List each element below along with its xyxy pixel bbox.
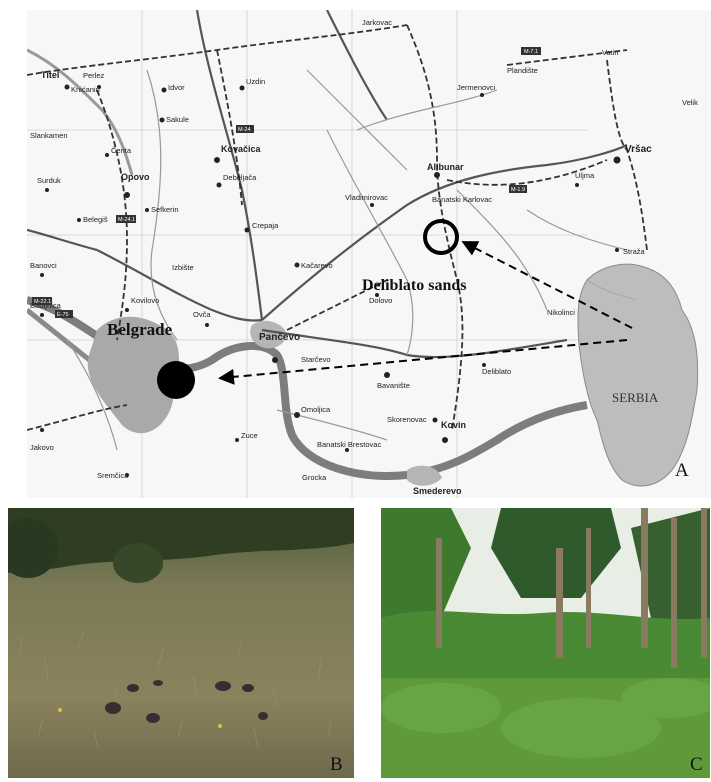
town-label: Sakule [166,115,189,124]
road-label: M-24.1 [118,217,135,223]
belgrade-label: Belgrade [107,320,173,339]
shrub [8,518,58,578]
panel-label-b: B [330,754,343,775]
belgrade-city-area [87,316,179,434]
smederevo-city-area [407,465,442,486]
town-label: Čenta [111,146,132,155]
town-label: Titel [41,70,59,80]
town-label: Banatski Karlovac [432,195,492,204]
town-label: Deliblato [482,367,511,376]
town-label: Izbište [172,263,194,272]
undergrowth [381,611,710,678]
town-label: Skorenovac [387,415,427,424]
town-label: Alibunar [427,162,464,172]
town-label: Perlez [83,71,105,80]
town-label: Debeljača [223,173,257,182]
pancevo-city-area [250,320,286,349]
town-label: Smederevo [413,486,462,496]
town-label: Vatin [602,48,619,57]
town-label: Jermenovci [457,83,496,92]
town-label: Bavanište [377,381,410,390]
town-label: Slankamen [30,131,68,140]
town-label: Banatski Brestovac [317,440,381,449]
deliblato-marker [423,219,459,255]
town-label: Starčevo [301,355,331,364]
road-label: M-24 [238,127,251,133]
town-label: Kovačica [221,144,262,154]
local-roads [66,69,628,451]
town-label: Banovci [30,261,57,270]
serbia-label: SERBIA [612,390,659,405]
town-label: Vršac [625,144,652,155]
inset-border [586,279,638,301]
town-label: Kačarevo [301,261,333,270]
town-label: Surduk [37,176,61,185]
town-label: Idvor [168,83,185,92]
grass-patches [381,678,710,758]
town-label: Crepaja [252,221,279,230]
town-label: Straža [623,247,646,256]
forest-photo [381,508,710,778]
town-label: Belegiš [83,215,108,224]
serbia-inset-map [577,263,699,487]
town-label: Jarkovac [362,18,392,27]
town-label: Zuce [241,431,258,440]
town-label: Sremčica [97,471,129,480]
tree-trunks [436,508,707,668]
tamis-river [27,48,134,176]
grassland-photo [8,508,354,778]
road-label: M-7.1 [524,49,538,55]
region-map: Titel Perlez Knićanin Idvor Uzdin Sakule… [27,10,711,498]
deliblato-sands-label: Deliblato sands [362,277,466,294]
town-label: Omoljica [301,405,331,414]
shrub [113,543,163,583]
town-label: Kovilovo [131,296,159,305]
panel-label-c: C [690,754,703,775]
road-label: M-1.9 [511,187,525,193]
town-label: Dolovo [369,296,392,305]
arrow-to-belgrade [218,339,628,385]
town-dots [40,84,621,477]
pine-canopy [631,508,710,628]
town-label: Vladimirovac [345,193,388,202]
town-label: Opovo [121,172,150,182]
flower-clumps [105,680,268,723]
town-label: Velik [682,98,698,107]
town-label: Ovča [193,310,211,319]
road-label-group: M-7.1 M-24 M-1.9 M-24.1 M-22.1 E-75 [32,47,541,318]
town-label: Jakovo [30,443,54,452]
town-label: Batajnica [30,301,62,310]
foliage [381,508,471,648]
grass-texture [17,629,332,749]
treeline [8,508,354,573]
yellow-flower [218,724,222,728]
road-label: E-75 [57,312,69,318]
town-label: Pančevo [259,332,300,343]
town-label: Nikolinci [547,308,575,317]
town-label: Uzdin [246,77,265,86]
road-label: M-22.1 [34,299,51,305]
town-label: Grocka [302,473,327,482]
arrow-to-deliblato [461,241,633,329]
town-label: Uljma [575,171,595,180]
town-label: Knićanin [71,85,100,94]
belgrade-marker [157,361,195,399]
town-label: Sefkerin [151,205,179,214]
town-label: Kovin [441,420,466,430]
yellow-flower [58,708,62,712]
town-label: Plandište [507,66,538,75]
panel-label-a: A [675,460,689,481]
railways [27,24,648,431]
